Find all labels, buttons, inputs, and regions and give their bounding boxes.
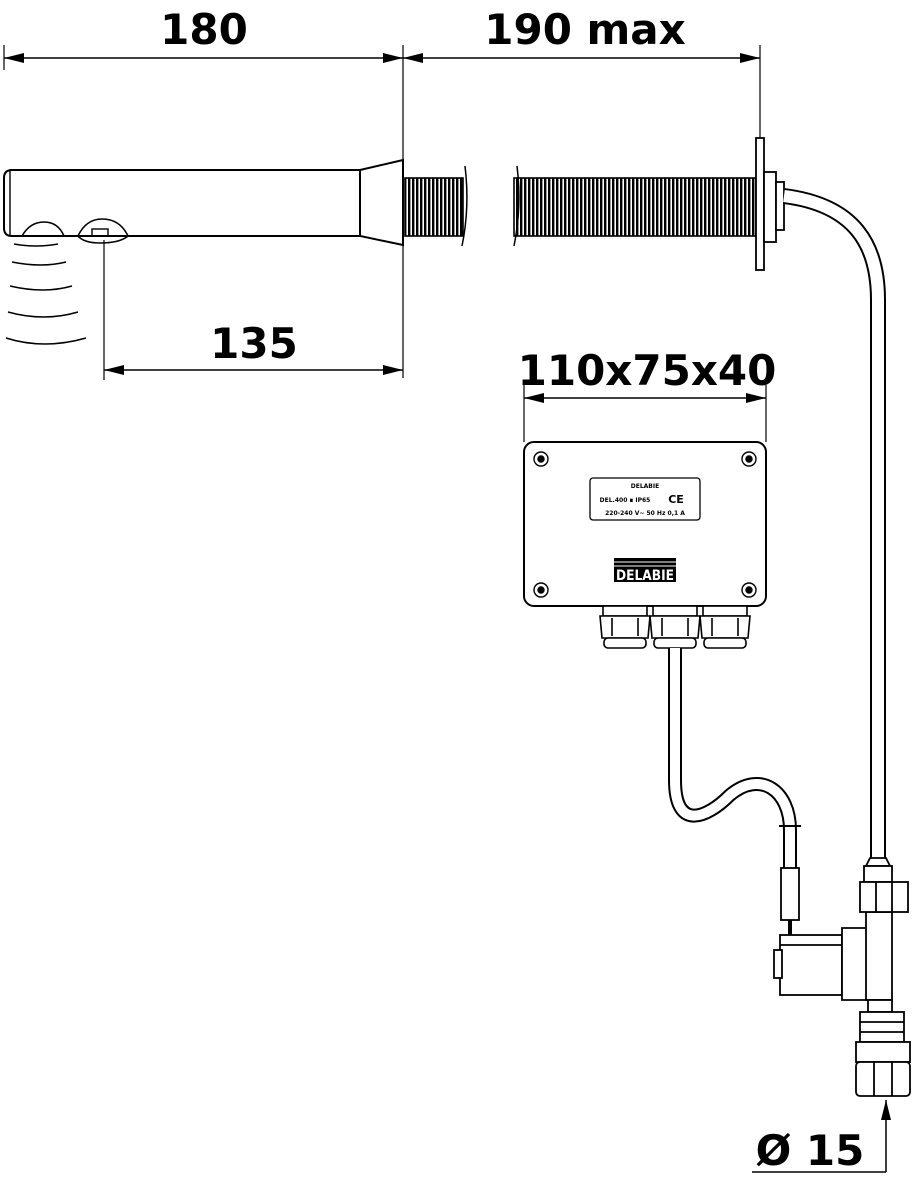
pipe-fittings [855,857,911,1097]
flexible-hose [782,188,886,880]
brand-logo-text: DELABIE [616,568,674,584]
dimension-label-180: 180 [160,5,248,54]
rating-label: DELABIE DEL.400 ∎ IP65 CE 220-240 V~ 50 … [589,477,701,521]
dimension-label-diameter: Ø 15 [756,1126,865,1175]
dimension-label-135: 135 [210,319,298,368]
threaded-rod [404,165,757,247]
solenoid-valve [773,911,893,1001]
dimension-190-max: 190 max [403,5,761,140]
label-electrical: 220-240 V~ 50 Hz 0,1 A [605,510,685,517]
screw-icon [533,451,757,598]
spout [3,158,404,247]
wall-plate [755,137,785,271]
dimension-180: 180 [3,5,404,378]
label-model: DEL.400 ∎ IP65 [600,497,651,504]
dimension-label-190-max: 190 max [484,5,686,54]
dimension-135: 135 [103,240,403,380]
dimension-box-size: 110x75x40 [518,346,777,442]
control-box: DELABIE DEL.400 ∎ IP65 CE 220-240 V~ 50 … [523,441,767,607]
brand-logo: DELABIE [614,558,676,584]
label-ce-mark: CE [668,493,684,506]
cable-glands [599,605,751,649]
label-brand: DELABIE [631,483,659,490]
dimension-label-box-size: 110x75x40 [518,346,777,395]
sensor-waves [5,243,87,345]
valve-cable [668,648,801,935]
dimension-diameter: Ø 15 [752,1100,891,1175]
